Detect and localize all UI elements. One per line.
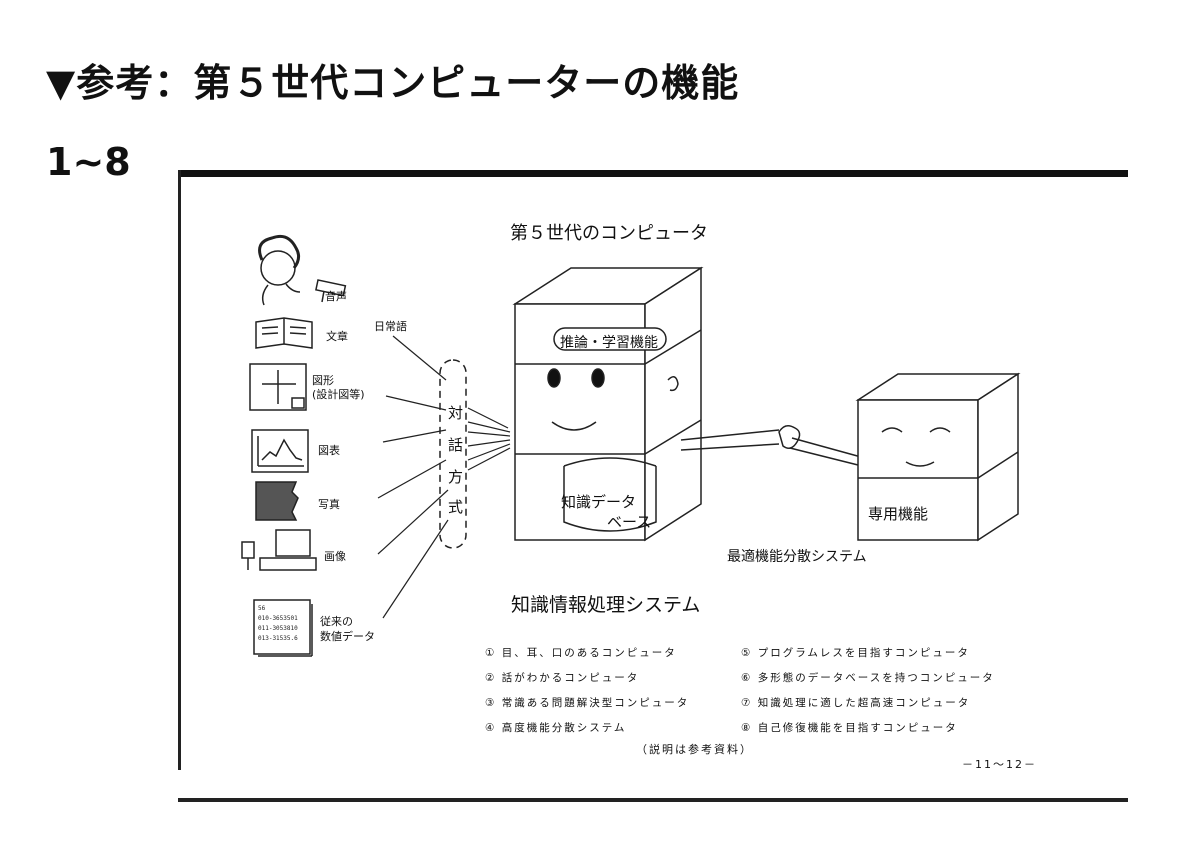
diagram-drawing: 56 010-3653501 011-3053810 013-31535.6 — [241, 234, 1021, 657]
knowledge-system-label: 知識情報処理システム — [511, 594, 701, 616]
dialog-char: 話 — [448, 436, 464, 454]
dialog-char: 方 — [448, 468, 464, 486]
data-sheet-line: 013-31535.6 — [258, 635, 298, 642]
data-sheet-line: 011-3053810 — [258, 625, 298, 632]
natural-language-label: 日常語 — [374, 320, 407, 333]
input-text-label: 文章 — [326, 330, 348, 343]
figure-title: 第５世代のコンピュータ — [510, 223, 708, 244]
speaking-person-icon — [258, 234, 347, 306]
dialog-capsule — [439, 359, 467, 549]
data-sheet-line: 010-3653501 — [258, 615, 298, 622]
input-voice-label: 音声 — [325, 290, 347, 303]
knowledge-db-line: ベース — [607, 513, 652, 531]
feature-list-right: ⑤ プログラムレスを目指すコンピュータ ⑥ 多形態のデータベースを持つコンピュー… — [741, 641, 995, 741]
scan-bottom-border — [178, 798, 1128, 802]
dialog-char: 式 — [448, 498, 464, 516]
reference-note: （説明は参考資料） — [636, 743, 753, 756]
page-label: 1~8 — [46, 140, 131, 184]
input-image-label: 画像 — [324, 550, 346, 563]
feature-item: ⑥ 多形態のデータベースを持つコンピュータ — [741, 672, 995, 684]
feature-item: ④ 高度機能分散システム — [485, 722, 627, 734]
blueprint-icon — [249, 363, 307, 411]
handshake-arm — [680, 425, 873, 469]
knowledge-db-line: 知識データ — [561, 493, 637, 511]
open-book-icon — [255, 317, 313, 349]
slide-title: ▼参考：第５世代コンピューターの機能 — [46, 61, 740, 105]
input-figure-label: 図形 (設計図等) — [312, 374, 365, 401]
feature-item: ⑤ プログラムレスを目指すコンピュータ — [741, 647, 970, 659]
input-chart-label: 図表 — [318, 444, 340, 457]
dedicated-cube — [855, 372, 1021, 542]
scan-top-border — [178, 170, 1128, 177]
scanned-figure: 56 010-3653501 011-3053810 013-31535.6 第… — [178, 170, 1128, 820]
dialog-char: 対 — [448, 404, 464, 422]
feature-item: ③ 常識ある問題解決型コンピュータ — [485, 697, 690, 709]
numeric-data-sheet-icon — [253, 599, 313, 657]
feature-item: ② 話がわかるコンピュータ — [485, 672, 640, 684]
dedicated-function-label: 専用機能 — [868, 505, 929, 523]
feature-item: ⑦ 知識処理に適した超高速コンピュータ — [741, 697, 971, 709]
feature-item: ① 目、耳、口のあるコンピュータ — [485, 647, 677, 659]
input-photo-label: 写真 — [318, 498, 340, 511]
graph-chart-icon — [251, 429, 309, 473]
page-number: －11～12－ — [962, 758, 1037, 771]
feature-list-left: ① 目、耳、口のあるコンピュータ ② 話がわかるコンピュータ ③ 常識ある問題解… — [485, 641, 689, 741]
scan-left-border — [178, 170, 181, 770]
optimal-distributed-label: 最適機能分散システム — [727, 549, 867, 565]
main-computer-cube — [512, 266, 704, 542]
knowledge-database-label: 知識データ ベース — [561, 492, 651, 532]
computer-terminal-icon — [241, 529, 317, 571]
photo-icon — [255, 481, 299, 521]
input-numeric-label: 従来の 数値データ — [320, 615, 375, 643]
feature-item: ⑧ 自己修復機能を目指すコンピュータ — [741, 722, 958, 734]
inference-learning-label: 推論・学習機能 — [560, 335, 658, 351]
data-sheet-line: 56 — [258, 605, 266, 612]
